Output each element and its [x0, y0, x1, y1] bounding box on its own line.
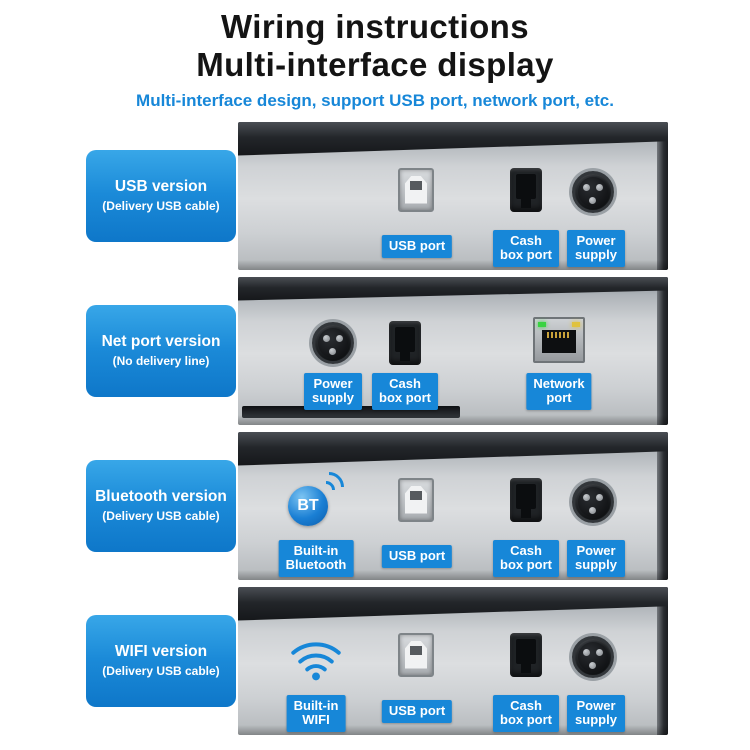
wifi-icon	[288, 633, 344, 688]
cash-drawer-rj11-port-icon	[389, 320, 421, 365]
badge-line: Power	[576, 232, 616, 248]
row-bluetooth-version: Bluetooth version (Delivery USB cable) B…	[86, 431, 750, 580]
power-din-port-icon	[312, 321, 354, 364]
badge-line: Built-in	[293, 542, 339, 558]
bt-label: BT	[297, 496, 319, 514]
version-label-bluetooth: Bluetooth version (Delivery USB cable)	[86, 459, 236, 552]
badge-line: Cash	[510, 697, 542, 713]
power-din-port-icon	[572, 635, 614, 678]
usb-b-port-inner	[405, 175, 427, 204]
badge-line: Power	[576, 542, 616, 558]
printer-right-edge	[657, 276, 668, 425]
printer-top-edge	[238, 276, 668, 301]
printer-top-edge	[238, 586, 668, 621]
version-title: WIFI version	[114, 643, 208, 661]
usb-b-port-icon	[398, 632, 434, 677]
version-subtitle: (Delivery USB cable)	[102, 509, 220, 524]
port-label-badge-usb: USB port	[381, 699, 453, 723]
usb-b-port-icon	[398, 477, 434, 522]
badge-line: Bluetooth	[285, 556, 347, 572]
badge-line: port	[546, 389, 572, 405]
badge-line: WIFI	[302, 711, 330, 727]
row-net-port-version: Net port version (No delivery line) Powe…	[86, 276, 750, 425]
badge-line: supply	[312, 389, 354, 405]
panel-bottom-shade	[238, 259, 668, 270]
page-title-line-2: Multi-interface display	[196, 46, 554, 84]
row-usb-version: USB version (Delivery USB cable) USB por…	[86, 121, 750, 270]
version-subtitle: (Delivery USB cable)	[102, 199, 220, 214]
page-title-line-1: Wiring instructions	[221, 8, 529, 45]
badge-line: USB port	[388, 237, 446, 253]
power-din-port-icon	[572, 480, 614, 523]
bluetooth-bt-circle: BT	[288, 485, 328, 526]
badge-line: Cash	[510, 232, 542, 248]
badge-line: Network	[533, 375, 585, 391]
badge-line: Built-in	[293, 697, 339, 713]
bluetooth-icon: BT	[288, 465, 351, 528]
badge-line: box port	[379, 389, 431, 405]
version-subtitle: (Delivery USB cable)	[102, 664, 220, 679]
version-label-wifi: WIFI version (Delivery USB cable)	[86, 614, 236, 707]
version-subtitle: (No delivery line)	[112, 354, 210, 369]
printer-right-edge	[657, 431, 668, 580]
version-title: USB version	[114, 178, 208, 196]
badge-line: Cash	[510, 542, 542, 558]
badge-line: supply	[575, 556, 617, 572]
cash-drawer-rj11-port-icon	[510, 167, 542, 212]
cash-drawer-rj11-port-icon	[510, 477, 542, 522]
usb-b-port-icon	[398, 167, 434, 212]
badge-line: box port	[500, 711, 552, 727]
panel-bottom-shade	[238, 414, 668, 425]
printer-top-edge	[238, 121, 668, 156]
printer-right-edge	[657, 586, 668, 735]
panel-bottom-shade	[238, 724, 668, 735]
printer-right-edge	[657, 121, 668, 270]
badge-line: supply	[575, 711, 617, 727]
cash-drawer-rj11-port-icon	[510, 632, 542, 677]
badge-line: Power	[313, 375, 353, 391]
badge-line: box port	[500, 556, 552, 572]
version-label-usb: USB version (Delivery USB cable)	[86, 149, 236, 242]
badge-line: USB port	[388, 702, 446, 718]
power-din-port-icon	[572, 170, 614, 213]
network-rj45-port-icon	[533, 316, 585, 363]
port-label-badge-usb: USB port	[381, 234, 453, 258]
rj45-green-led	[538, 321, 546, 327]
badge-line: USB port	[388, 547, 446, 563]
badge-line: Power	[576, 697, 616, 713]
port-label-badge-usb: USB port	[381, 544, 453, 568]
version-title: Bluetooth version	[95, 488, 227, 506]
header: Wiring instructions Multi-interface disp…	[0, 0, 750, 111]
rj45-yellow-led	[572, 321, 580, 327]
badge-line: supply	[575, 246, 617, 262]
page-subtitle: Multi-interface design, support USB port…	[136, 90, 614, 110]
version-label-net-port: Net port version (No delivery line)	[86, 304, 236, 397]
printer-top-edge	[238, 431, 668, 466]
badge-line: box port	[500, 246, 552, 262]
row-wifi-version: WIFI version (Delivery USB cable) Built-…	[86, 586, 750, 735]
badge-line: Cash	[389, 375, 421, 391]
version-title: Net port version	[101, 333, 221, 351]
panel-bottom-shade	[238, 569, 668, 580]
